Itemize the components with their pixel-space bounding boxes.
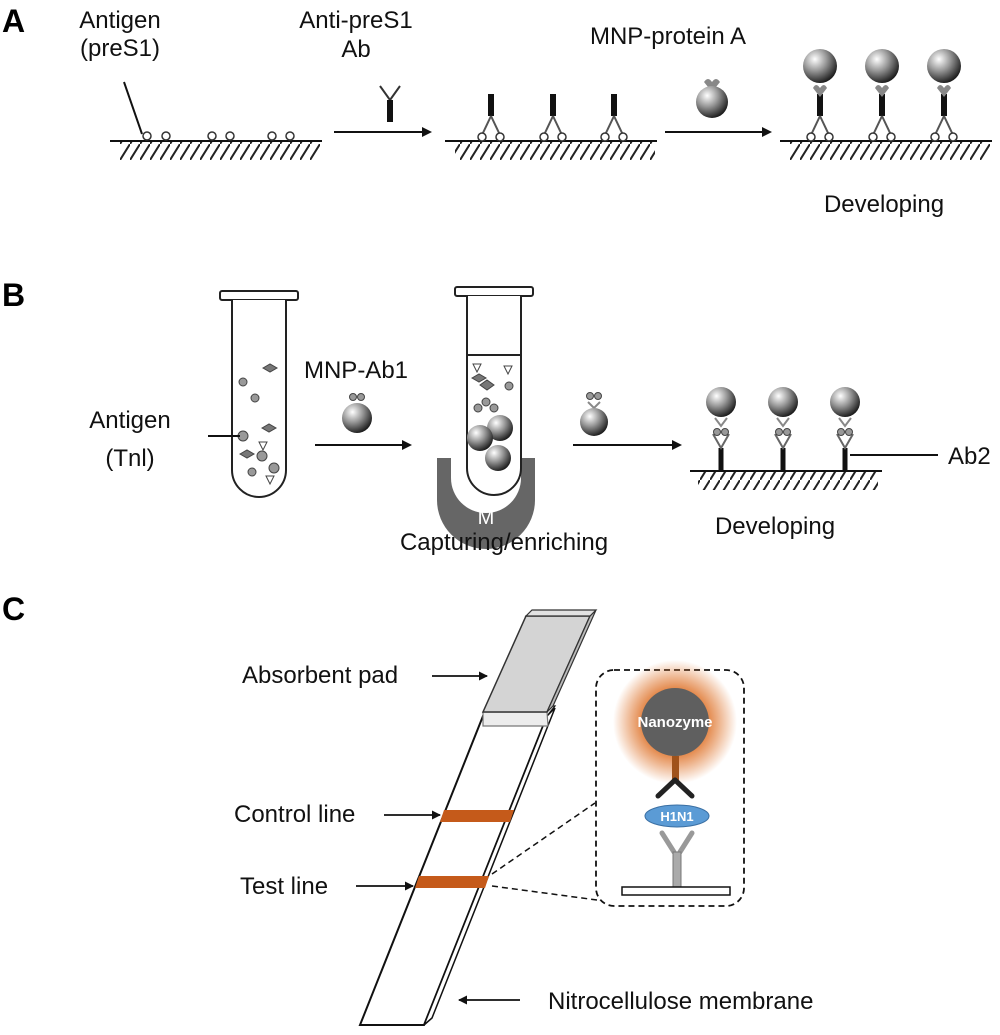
capturing-enriching-label: Capturing/enriching: [400, 529, 608, 556]
test-line-band: [415, 876, 489, 888]
mnp-protein-a-icon: [696, 79, 728, 118]
surface-1: [110, 131, 322, 160]
h1n1-antigen: [644, 804, 710, 828]
nitrocellulose-membrane-label: Nitrocellulose membrane: [548, 988, 813, 1015]
antigen-dot: [142, 131, 152, 141]
antigen-dot: [225, 131, 235, 141]
sample-tube: [219, 290, 299, 498]
developing-b-label: Developing: [715, 513, 835, 540]
mnp-protein-a-label: MNP-protein A: [590, 23, 746, 50]
mnp-ab1-icon: [342, 393, 372, 433]
mnp-ab1-ab2-complex: [706, 387, 736, 471]
nanozyme-particle: [641, 688, 709, 756]
test-strip: [358, 609, 598, 1026]
anti-presl-label-line2: Ab: [341, 36, 370, 63]
absorbent-pad-label: Absorbent pad: [242, 662, 398, 689]
mnp-ab1-ab2-complex: [768, 387, 798, 471]
mnp-particle: [803, 49, 837, 97]
zoom-line-bottom: [491, 885, 598, 901]
panel-a: A Antigen (preS1) Anti-preS1 Ab MNP-: [2, 3, 992, 218]
test-line-label: Test line: [240, 873, 328, 900]
panel-b: B Antigen (Tnl) MNP-Ab1: [2, 277, 991, 556]
developing-a-label: Developing: [824, 191, 944, 218]
antigen-dot: [285, 131, 295, 141]
antibody-on-antigen: [539, 94, 567, 142]
panel-c: C Absorbent pad Control line Test line N…: [2, 591, 813, 1026]
antigen-tnl-label-line2: (Tnl): [105, 445, 154, 472]
surface-b: [690, 470, 882, 490]
antigen-presl-label-line1: Antigen: [79, 7, 160, 34]
inset-surface: [621, 886, 731, 896]
antigen-presl-label-line2: (preS1): [80, 35, 160, 62]
absorbent-pad: [481, 615, 592, 713]
panel-c-letter: C: [2, 591, 25, 627]
mnp-ab1-complex-icon: [580, 392, 608, 436]
panel-b-letter: B: [2, 277, 25, 313]
anti-presl-label-line1: Anti-preS1: [299, 7, 412, 34]
h1n1-label: H1N1: [660, 809, 693, 824]
antibody-on-antigen: [806, 94, 834, 142]
antigen-dot: [161, 131, 171, 141]
nanozyme-inset: Nanozyme H1N1: [595, 660, 745, 907]
surface-3: [780, 140, 992, 160]
mnp-ab1-label: MNP-Ab1: [304, 357, 408, 384]
antigen-pointer-line: [123, 81, 143, 135]
magnet-label: M: [478, 507, 495, 529]
antibody-on-antigen: [930, 94, 958, 142]
control-line-band: [440, 810, 514, 822]
control-line-label: Control line: [234, 801, 355, 828]
antibody-on-antigen: [868, 94, 896, 142]
antibody-on-antigen: [477, 94, 505, 142]
nanozyme-label: Nanozyme: [637, 714, 712, 731]
zoom-line-top: [491, 802, 596, 875]
ab2-label: Ab2: [948, 443, 991, 470]
mnp-ab1-ab2-complex: [830, 387, 860, 471]
enrichment-tube: M: [437, 286, 535, 549]
mnp-particle: [927, 49, 961, 97]
mnp-particle: [865, 49, 899, 97]
antibody-icon: [379, 85, 401, 122]
nitrocellulose-membrane: [358, 715, 549, 1026]
antigen-dot: [267, 131, 277, 141]
panel-a-letter: A: [2, 3, 25, 39]
antigen-tnl-label-line1: Antigen: [89, 407, 170, 434]
surface-2: [445, 140, 657, 160]
antigen-dot: [207, 131, 217, 141]
antibody-on-antigen: [600, 94, 628, 142]
